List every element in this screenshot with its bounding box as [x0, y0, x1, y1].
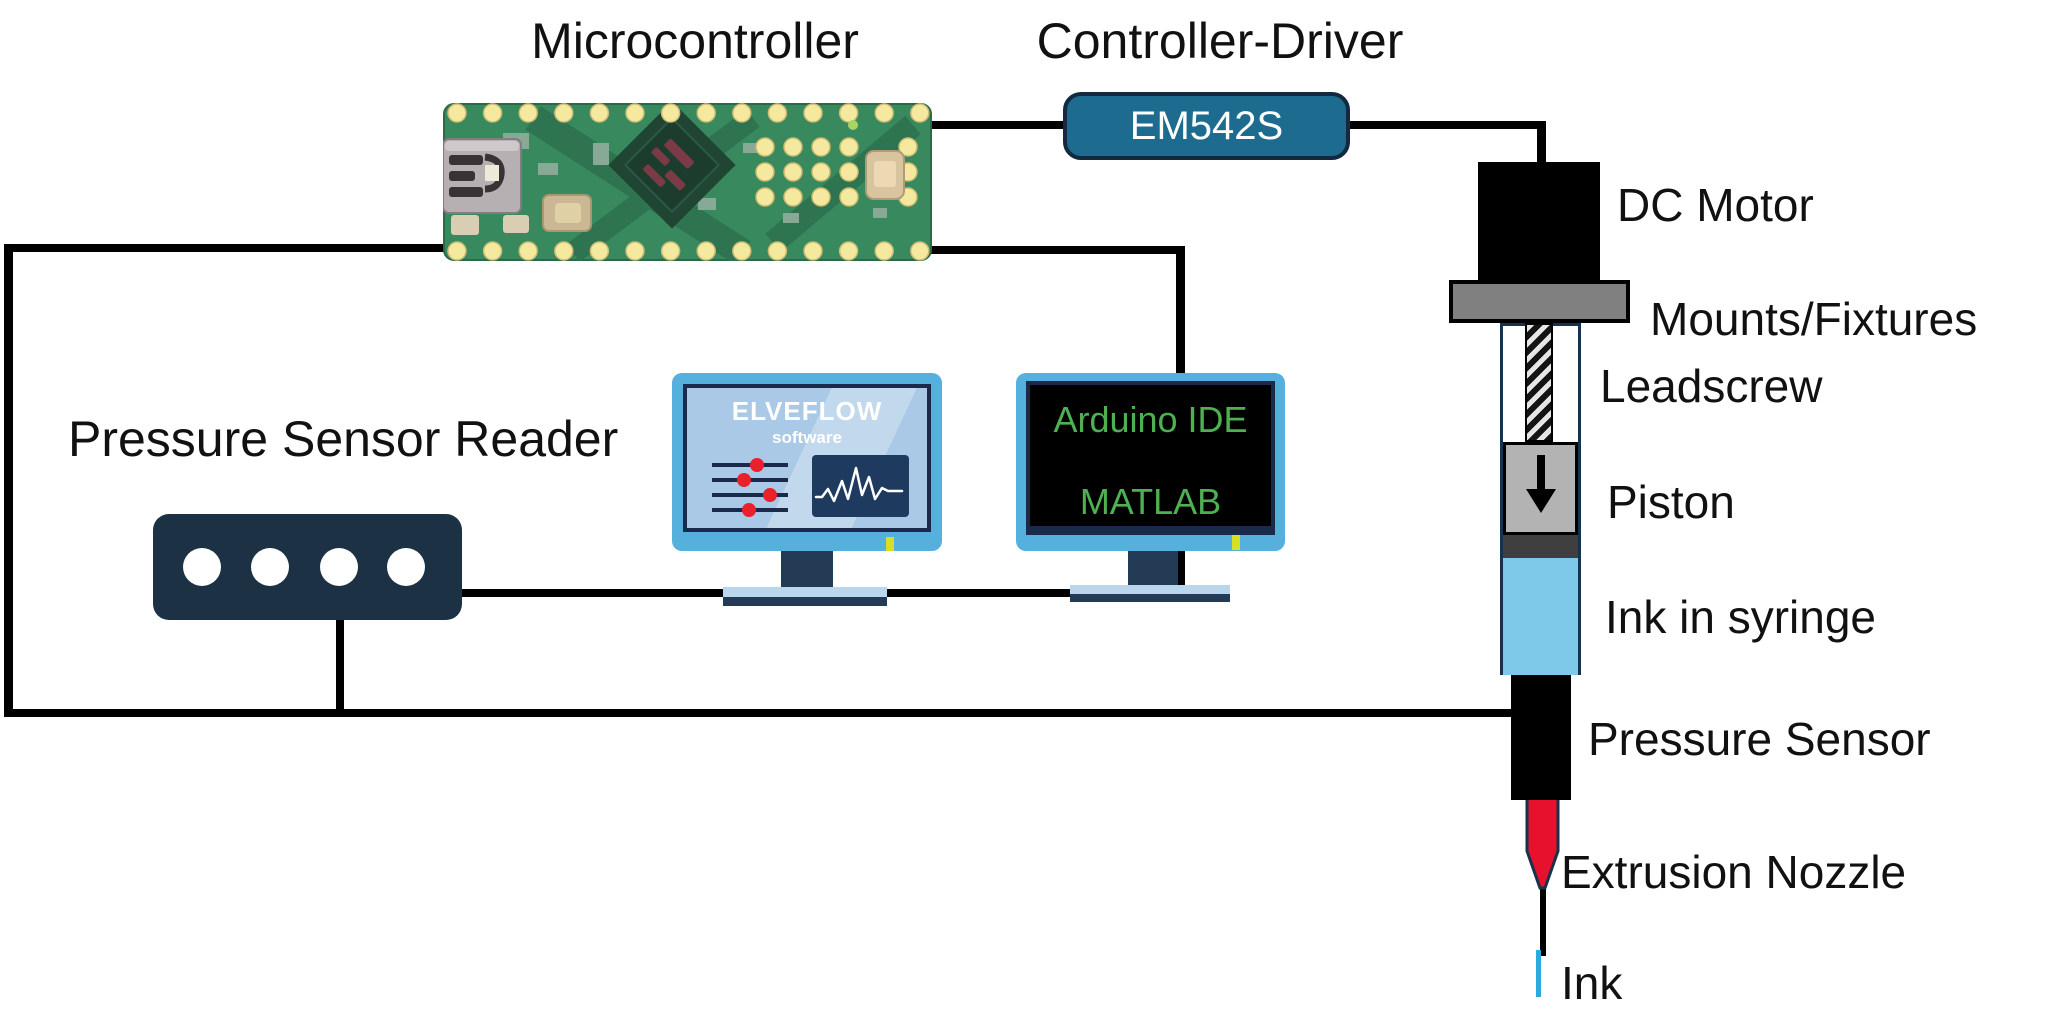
slider-icon: [712, 458, 788, 472]
ide-screen-bezel: [1026, 526, 1275, 535]
elveflow-screen: ELVEFLOW software: [683, 384, 931, 532]
ide-monitor-stand: [1128, 551, 1178, 587]
wire-mcu-left-h: [8, 244, 460, 252]
elveflow-sub-text: software: [772, 428, 842, 447]
leadscrew: [1525, 323, 1553, 442]
pressure-sensor-reader-device: [153, 514, 462, 620]
extrusion-nozzle: [1524, 796, 1561, 902]
label-pressure-sensor: Pressure Sensor: [1588, 713, 1931, 765]
wire-left-vertical: [4, 244, 13, 717]
label-piston: Piston: [1607, 476, 1735, 528]
matlab-text: MATLAB: [1079, 481, 1222, 522]
reader-port-icon: [320, 548, 358, 586]
reader-port-icon: [387, 548, 425, 586]
nozzle-icon: [1525, 796, 1560, 890]
wire-mcu-to-driver: [925, 121, 1063, 129]
slider-icon: [712, 488, 788, 502]
elveflow-monitor-base: [723, 587, 887, 597]
arduino-ide-text: Arduino IDE: [1053, 399, 1248, 440]
reader-port-icon: [251, 548, 289, 586]
nozzle-tip: [1540, 886, 1546, 956]
label-ink-in-syringe: Ink in syringe: [1605, 591, 1877, 643]
label-dc-motor: DC Motor: [1617, 179, 1814, 231]
ide-screen: Arduino IDE MATLAB: [1026, 381, 1275, 530]
slider-icon: [712, 503, 788, 517]
driver-module-label: EM542S: [1129, 103, 1284, 148]
waveform-icon: [814, 466, 904, 503]
ide-monitor-base-shadow: [1070, 594, 1230, 602]
wire-bottom-to-pressure-sensor: [4, 709, 1514, 717]
label-ink: Ink: [1561, 957, 1623, 1009]
wire-monitor1-to-monitor2: [885, 589, 1072, 597]
ink-stream: [1536, 950, 1541, 997]
led-icon: [848, 120, 858, 130]
pcb-pads: [447, 103, 930, 261]
wire-reader-to-monitor1: [462, 589, 725, 597]
elveflow-monitor-base-shadow: [723, 597, 887, 606]
teensy-board-icon: [442, 101, 932, 265]
wire-mcu-to-monitor-h: [920, 246, 1185, 254]
power-indicator-icon: [1232, 535, 1240, 550]
label-mounts-fixtures: Mounts/Fixtures: [1650, 293, 1978, 345]
pressure-sensor-reader-title: Pressure Sensor Reader: [68, 411, 619, 467]
label-extrusion-nozzle: Extrusion Nozzle: [1561, 846, 1907, 898]
mounts-fixtures: [1449, 280, 1630, 323]
driver-module: EM542S: [1063, 92, 1350, 160]
wire-reader-down: [336, 620, 344, 713]
piston-seal: [1503, 535, 1578, 558]
ide-monitor-base: [1070, 585, 1230, 594]
microcontroller-title: Microcontroller: [531, 13, 859, 69]
usb-connector-icon: [442, 138, 529, 235]
elveflow-monitor-stand: [781, 551, 833, 587]
ink-in-syringe: [1503, 558, 1578, 675]
slider-icon: [712, 473, 788, 487]
piston: [1503, 442, 1578, 535]
down-arrow-icon: [1536, 455, 1545, 491]
wire-driver-to-motor-h: [1350, 121, 1546, 129]
microcontroller-board: [442, 101, 932, 265]
pressure-sensor: [1511, 675, 1571, 800]
dc-motor: [1478, 162, 1600, 280]
controller-driver-title: Controller-Driver: [1036, 13, 1404, 69]
wire-driver-to-motor-v: [1537, 121, 1546, 167]
waveform-panel: [812, 455, 909, 517]
reader-port-icon: [183, 548, 221, 586]
elveflow-brand-text: ELVEFLOW: [731, 396, 883, 426]
power-indicator-icon: [886, 537, 894, 551]
label-leadscrew: Leadscrew: [1600, 360, 1823, 412]
